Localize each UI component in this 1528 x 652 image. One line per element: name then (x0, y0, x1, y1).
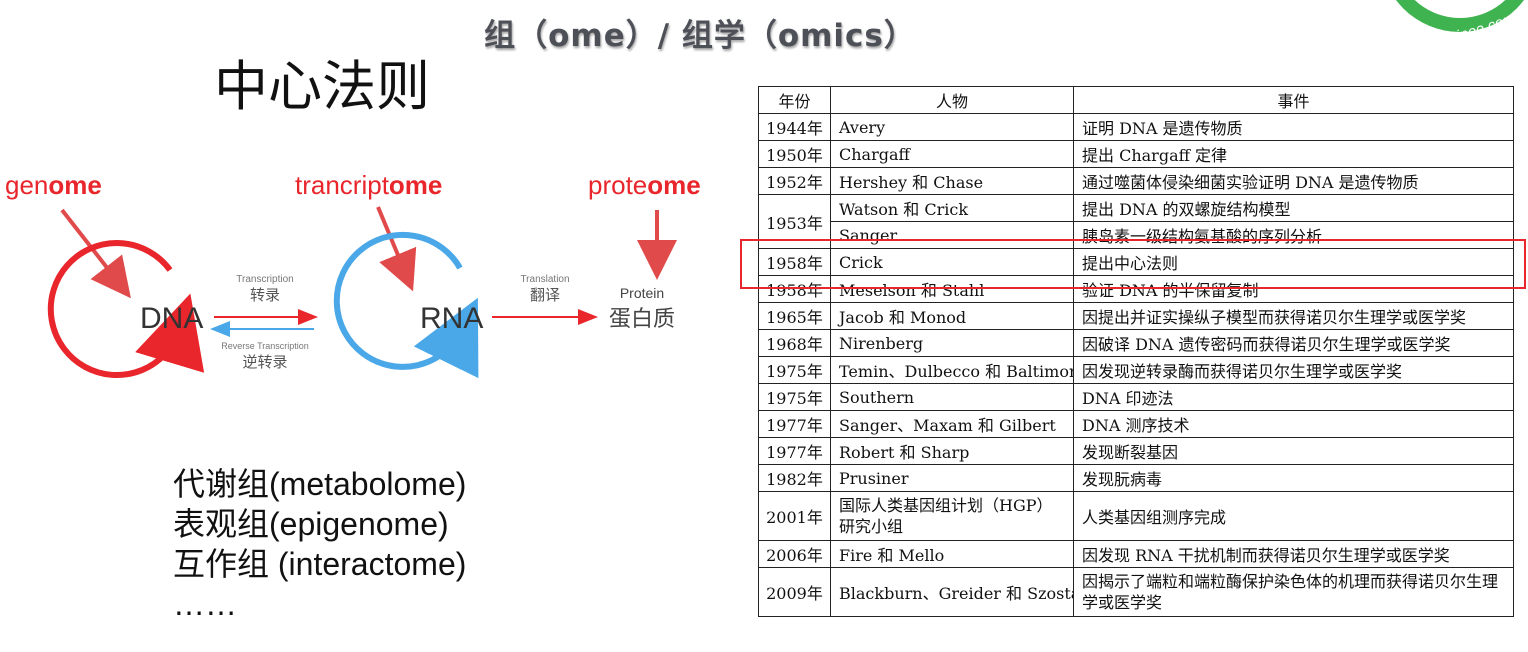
row-person: Robert 和 Sharp (830, 437, 1074, 465)
rna-cycle (333, 231, 479, 379)
table-row: 1952年 Hershey 和 Chase 通过噬菌体侵染细菌实验证明 DNA … (758, 167, 1514, 195)
table-row: 1953年 Watson 和 Crick 提出 DNA 的双螺旋结构模型 (758, 194, 1514, 249)
row-year: 1965年 (758, 302, 831, 330)
row-year: 1975年 (758, 356, 831, 384)
row-person: Sanger、Maxam 和 Gilbert (830, 410, 1074, 438)
table-row: 1977年 Robert 和 Sharp 发现断裂基因 (758, 437, 1514, 465)
row-person: Jacob 和 Monod (830, 302, 1074, 330)
row-event: DNA 印迹法 (1073, 383, 1514, 411)
row-event: 验证 DNA 的半保留复制 (1073, 275, 1514, 303)
row-person: Blackburn、Greider 和 Szostak (830, 567, 1074, 617)
table-row: 2001年 国际人类基因组计划（HGP）研究小组 人类基因组测序完成 (758, 491, 1514, 541)
table-row: 1975年 Temin、Dulbecco 和 Baltimore 因发现逆转录酶… (758, 356, 1514, 384)
row-year: 1953年 (758, 194, 831, 249)
biotrainee-logo: Biotrainee.com (1396, 0, 1524, 57)
row-person: Sanger (830, 221, 1074, 249)
row-person: Crick (830, 248, 1074, 276)
row-year: 1975年 (758, 383, 831, 411)
column-header-person: 人物 (830, 86, 1074, 114)
history-table: 年份 人物 事件 1944年 Avery 证明 DNA 是遗传物质 1950年 … (758, 86, 1514, 617)
slide-title: 中心法则 (214, 55, 430, 118)
transcription-en-label: Transcription (236, 274, 293, 285)
row-event: 因提出并证实操纵子模型而获得诺贝尔生理学或医学奖 (1073, 302, 1514, 330)
table-row: 1982年 Prusiner 发现朊病毒 (758, 464, 1514, 492)
column-header-year: 年份 (758, 86, 831, 114)
row-year: 2009年 (758, 567, 831, 617)
row-year: 1977年 (758, 437, 831, 465)
row-year: 1977年 (758, 410, 831, 438)
row-person: Chargaff (830, 140, 1074, 168)
row-event: 因破译 DNA 遗传密码而获得诺贝尔生理学或医学奖 (1073, 329, 1514, 357)
row-year: 2001年 (758, 491, 831, 541)
omics-list-item-interactome: 互作组 (interactome) (173, 546, 467, 582)
row-person: Temin、Dulbecco 和 Baltimore (830, 356, 1074, 384)
row-person: Fire 和 Mello (830, 540, 1074, 568)
row-year: 1944年 (758, 113, 831, 141)
row-event: 因揭示了端粒和端粒酶保护染色体的机理而获得诺贝尔生理学或医学奖 (1073, 567, 1514, 617)
row-event: 证明 DNA 是遗传物质 (1073, 113, 1514, 141)
proteome-label: proteome (588, 170, 701, 200)
row-year: 1958年 (758, 275, 831, 303)
row-event: 发现断裂基因 (1073, 437, 1514, 465)
row-event: 提出 Chargaff 定律 (1073, 140, 1514, 168)
dna-node: DNA (140, 302, 203, 335)
omics-list-item-metabolome: 代谢组(metabolome) (173, 466, 467, 502)
row-year: 1952年 (758, 167, 831, 195)
table-row-highlighted: 1958年 Crick 提出中心法则 (758, 248, 1514, 276)
translation-cn-label: 翻译 (530, 286, 560, 304)
row-event: DNA 测序技术 (1073, 410, 1514, 438)
table-row: 1944年 Avery 证明 DNA 是遗传物质 (758, 113, 1514, 141)
row-event: 因发现逆转录酶而获得诺贝尔生理学或医学奖 (1073, 356, 1514, 384)
row-year: 1968年 (758, 329, 831, 357)
table-row: 1958年 Meselson 和 Stahl 验证 DNA 的半保留复制 (758, 275, 1514, 303)
table-header-row: 年份 人物 事件 (758, 86, 1514, 114)
table-row: Sanger 胰岛素一级结构氨基酸的序列分析 (759, 221, 1514, 249)
transcriptome-label: trancriptome (295, 170, 442, 200)
rna-node: RNA (420, 302, 483, 335)
central-dogma-diagram: genome trancriptome proteome DNA RNA Pro… (5, 170, 701, 379)
row-event: 提出 DNA 的双螺旋结构模型 (1073, 194, 1514, 222)
column-header-event: 事件 (1073, 86, 1514, 114)
table-row: 1965年 Jacob 和 Monod 因提出并证实操纵子模型而获得诺贝尔生理学… (758, 302, 1514, 330)
row-event: 通过噬菌体侵染细菌实验证明 DNA 是遗传物质 (1073, 167, 1514, 195)
reverse-transcription-cn-label: 逆转录 (242, 353, 287, 371)
row-event: 发现朊病毒 (1073, 464, 1514, 492)
table-row: 1977年 Sanger、Maxam 和 Gilbert DNA 测序技术 (758, 410, 1514, 438)
reverse-transcription-en-label: Reverse Transcription (221, 341, 309, 351)
row-person: Nirenberg (830, 329, 1074, 357)
transcriptome-pointer-arrow (376, 206, 417, 292)
row-person: Watson 和 Crick (830, 194, 1074, 222)
omics-list-item-epigenome: 表观组(epigenome) (173, 506, 449, 542)
row-year: 1958年 (758, 248, 831, 276)
row-person: Meselson 和 Stahl (830, 275, 1074, 303)
row-year: 1982年 (758, 464, 831, 492)
table-row: 1950年 Chargaff 提出 Chargaff 定律 (758, 140, 1514, 168)
table-row: 2006年 Fire 和 Mello 因发现 RNA 干扰机制而获得诺贝尔生理学… (758, 540, 1514, 568)
genome-label: genome (5, 170, 102, 200)
row-person: Prusiner (830, 464, 1074, 492)
row-event: 因发现 RNA 干扰机制而获得诺贝尔生理学或医学奖 (1073, 540, 1514, 568)
transcription-cn-label: 转录 (250, 286, 280, 304)
protein-en-label: Protein (620, 285, 664, 301)
row-year: 1950年 (758, 140, 831, 168)
page-title: 组（ome）/ 组学（omics） (484, 18, 916, 54)
omics-list: 代谢组(metabolome) 表观组(epigenome) 互作组 (inte… (173, 464, 466, 624)
row-year: 2006年 (758, 540, 831, 568)
translation-en-label: Translation (520, 274, 569, 285)
genome-pointer-arrow (60, 208, 131, 299)
dna-replication-cycle (47, 240, 205, 378)
table-row: 1975年 Southern DNA 印迹法 (758, 383, 1514, 411)
row-person: 国际人类基因组计划（HGP）研究小组 (830, 491, 1074, 541)
row-event: 胰岛素一级结构氨基酸的序列分析 (1073, 221, 1514, 249)
omics-list-item-ellipsis: …… (173, 586, 237, 622)
table-row: 1968年 Nirenberg 因破译 DNA 遗传密码而获得诺贝尔生理学或医学… (758, 329, 1514, 357)
logo-inner (1414, 0, 1506, 18)
row-event: 人类基因组测序完成 (1073, 491, 1514, 541)
row-event: 提出中心法则 (1073, 248, 1514, 276)
protein-cn-label: 蛋白质 (609, 307, 675, 332)
row-person: Hershey 和 Chase (830, 167, 1074, 195)
table-row: 2009年 Blackburn、Greider 和 Szostak 因揭示了端粒… (758, 567, 1514, 617)
row-person: Avery (830, 113, 1074, 141)
row-person: Southern (830, 383, 1074, 411)
